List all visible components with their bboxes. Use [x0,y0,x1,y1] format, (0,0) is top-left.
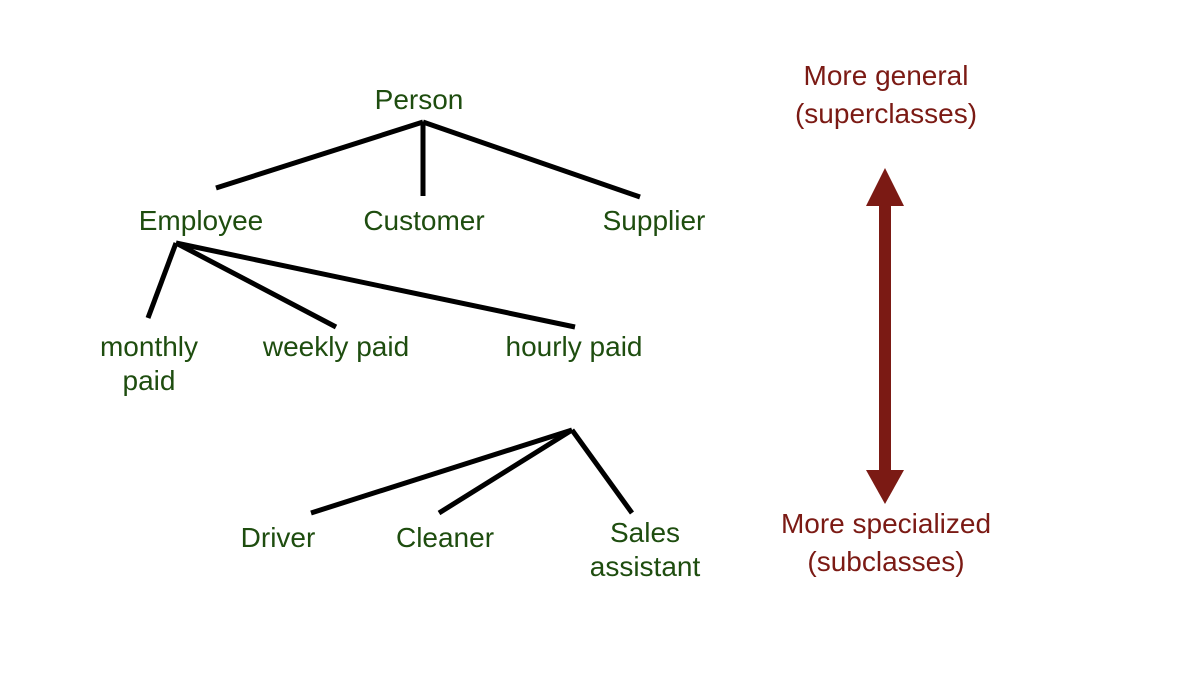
node-person: Person [374,84,464,115]
arrow-shaft [879,204,891,472]
edge-person-to-employee [215,119,424,191]
node-employee: Employee [138,205,264,236]
arrow-head-down [866,470,904,504]
more-specialized-label: More specialized (subclasses) [781,505,991,581]
edge-employee-to-monthly-paid [145,242,179,319]
node-customer: Customer [363,205,485,236]
more-general-label: More general (superclasses) [795,57,977,133]
edge-group [145,119,641,516]
node-cleaner: Cleaner [395,522,495,553]
node-hourly-paid: hourly paid [505,331,643,362]
subclasses-text: (subclasses) [807,546,965,577]
edge-hourly-paid-to-sales-assistant [569,428,635,515]
node-driver: Driver [240,522,316,553]
node-weekly-paid: weekly paid [262,331,410,362]
arrow-head-up [866,168,904,206]
more-general-text: More general [803,60,969,91]
edge-employee-to-weekly-paid [174,240,338,330]
edge-hourly-paid-to-driver [310,427,573,516]
edge-hourly-paid-to-cleaner [437,427,574,516]
node-supplier: Supplier [602,205,706,236]
edge-employee-to-hourly-paid [175,240,576,330]
edge-person-to-supplier [422,119,641,200]
node-sales-assistant: Sales assistant [589,517,701,582]
more-specialized-text: More specialized [780,508,992,539]
double-headed-vertical-arrow-icon [866,168,904,504]
node-monthly-paid: monthly paid [99,331,199,396]
superclasses-text: (superclasses) [794,98,978,129]
